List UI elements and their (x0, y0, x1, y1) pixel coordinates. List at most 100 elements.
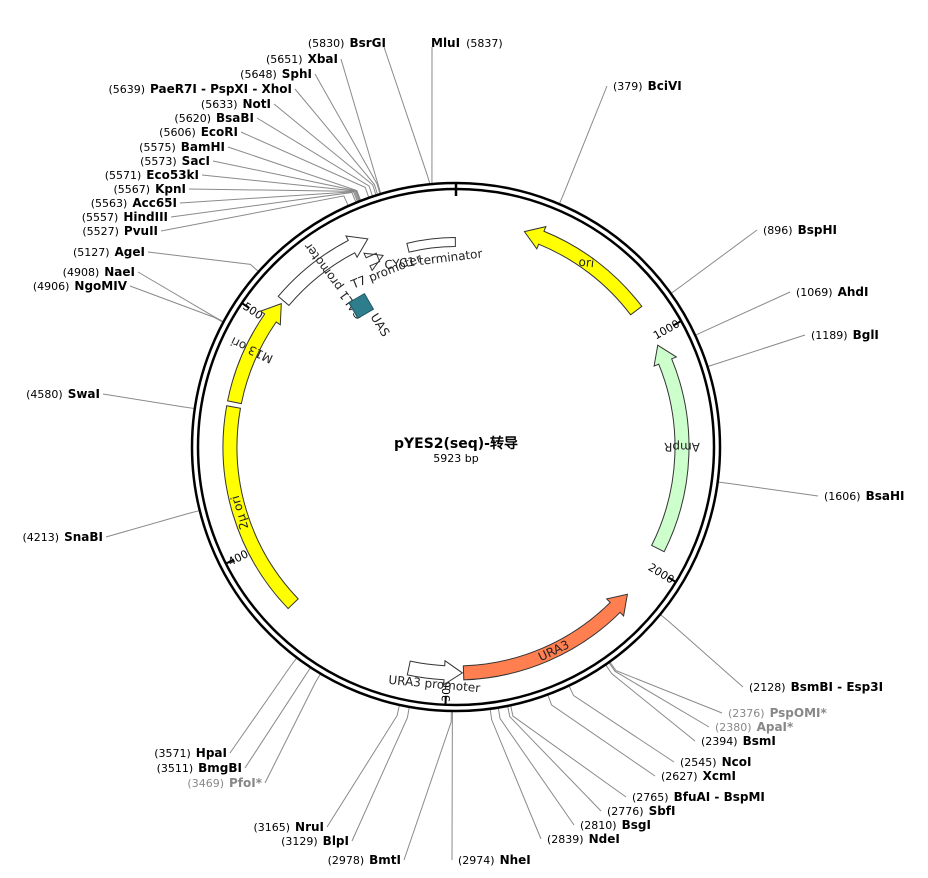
scale-tick (667, 576, 677, 583)
site-label: (3571)HpaI (154, 746, 227, 760)
plasmid-size: 5923 bp (433, 452, 478, 465)
site-label: (2974)NheI (458, 853, 531, 867)
scale-tick (225, 558, 235, 565)
site-label: (3129)BlpI (281, 834, 349, 848)
site-leader (707, 334, 806, 368)
site-position: (2380) (715, 721, 752, 734)
site-name: XbaI (308, 52, 338, 66)
site-position: (5830) (308, 37, 345, 50)
site-name: NdeI (589, 832, 620, 846)
site-position: (5567) (114, 183, 151, 196)
site-position: (2765) (632, 791, 669, 804)
site-name: BsmI (743, 734, 776, 748)
site-leader-lines (102, 46, 819, 861)
site-position: (5573) (140, 155, 177, 168)
site-leader (695, 291, 791, 336)
site-name: BspHI (798, 223, 837, 237)
feature-m13-ori (227, 302, 282, 405)
feature-ampr (650, 344, 690, 553)
site-name: SwaI (68, 387, 100, 401)
site-position: (5557) (82, 211, 119, 224)
site-label: (5571) Eco53kI (105, 168, 199, 182)
site-name: ApaI* (757, 720, 794, 734)
site-label: (5606)EcoRI (159, 125, 238, 139)
site-leader (212, 160, 361, 202)
site-leader (264, 673, 322, 784)
site-leader (497, 707, 575, 826)
site-label: (3165)NruI (253, 820, 324, 834)
site-label: (5830)BsrGI (308, 36, 386, 50)
site-name: PfoI* (229, 776, 263, 790)
site-label: (2776)SbfI (607, 804, 676, 818)
site-name: BamHI (181, 140, 225, 154)
site-label: (5651) XbaI (266, 52, 338, 66)
plasmid-backbone (190, 181, 722, 713)
site-leader (717, 481, 819, 497)
site-leader (568, 685, 675, 763)
site-leader (227, 146, 362, 201)
site-leader (240, 131, 370, 198)
site-position: (5606) (159, 126, 196, 139)
site-label: (4213) SnaBI (23, 530, 103, 544)
site-position: (379) (613, 80, 643, 93)
site-name: PaeR7I - PspXI - XhoI (150, 82, 292, 96)
site-label: (5648)SphI (240, 67, 312, 81)
site-name: BglI (853, 328, 879, 342)
site-position: (5651) (266, 53, 303, 66)
site-leader (201, 174, 361, 202)
site-leader (609, 661, 723, 714)
site-name: SnaBI (64, 530, 103, 544)
site-name: SphI (282, 67, 312, 81)
site-label: (1069)AhdI (796, 285, 868, 299)
site-leader (403, 710, 452, 861)
site-label: (5557) HindIII (82, 210, 168, 224)
site-leader (558, 85, 608, 205)
site-leader (105, 510, 200, 538)
site-label: (5573)SacI (140, 154, 210, 168)
site-leader (507, 705, 602, 812)
scale-tick (241, 302, 250, 309)
site-name: BfuAI - BspMI (674, 790, 765, 804)
site-position: (1606) (824, 490, 861, 503)
feature-ura3-promoter (406, 659, 464, 686)
site-leader (188, 188, 360, 202)
site-name: NotI (243, 97, 272, 111)
site-leader (351, 706, 410, 842)
site-label: (379)BciVI (613, 79, 682, 93)
site-name: HindIII (123, 210, 168, 224)
site-leader (256, 117, 374, 197)
site-label: (5575)BamHI (139, 140, 225, 154)
site-position: (2394) (701, 735, 738, 748)
site-position: (2376) (728, 707, 765, 720)
site-leader (102, 393, 195, 410)
scale-tick-label: 2000 (646, 561, 677, 587)
site-position: (4908) (63, 266, 100, 279)
site-label: (5563)Acc65I (91, 196, 177, 210)
feature-ori (523, 225, 643, 316)
site-name: PspOMI* (770, 706, 828, 720)
site-position: (3165) (253, 821, 290, 834)
feature-uas (348, 292, 375, 319)
feature-ura3 (462, 593, 629, 681)
site-position: (4580) (26, 388, 63, 401)
site-position: (2128) (749, 681, 786, 694)
site-position: (5571) (105, 169, 142, 182)
site-name: HpaI (196, 746, 227, 760)
site-position: (4213) (23, 531, 60, 544)
site-label: (896)BspHI (763, 223, 837, 237)
site-label: (2978)BmtI (328, 853, 401, 867)
site-label: (1606)BsaHI (824, 489, 904, 503)
site-name: NgoMIV (74, 279, 127, 293)
site-name: Eco53kI (146, 168, 199, 182)
site-name: MluI (431, 36, 460, 50)
site-leader (547, 694, 656, 777)
site-label: (4906)NgoMIV (33, 279, 128, 293)
site-position: (2545) (680, 756, 717, 769)
site-leader (137, 271, 224, 323)
feature-label-ampr: AmpR (664, 440, 700, 454)
site-position: (1069) (796, 286, 833, 299)
feature-label-2u-ori: 2μ ori (228, 494, 251, 531)
feature-cyc1-terminator (406, 236, 456, 253)
